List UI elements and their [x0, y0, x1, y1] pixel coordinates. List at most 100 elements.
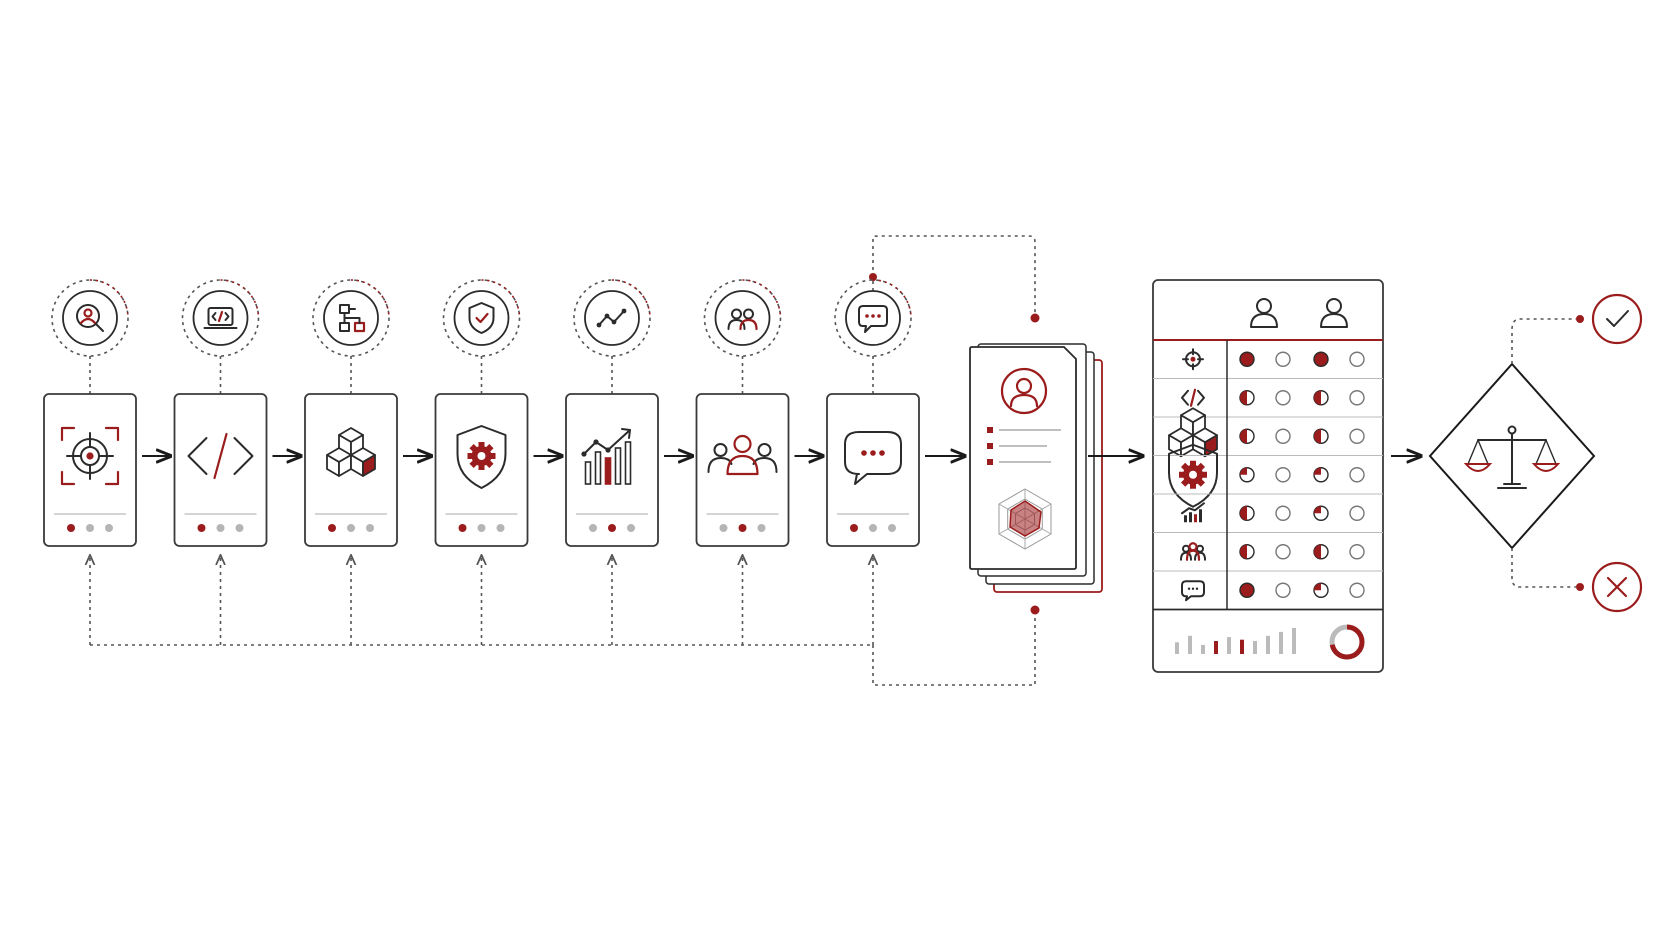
rating-dot — [1349, 351, 1365, 367]
progress-dot — [757, 524, 766, 532]
radar-chart-icon — [998, 488, 1052, 550]
reject-branch — [1511, 548, 1576, 588]
outcome-circle — [1591, 293, 1643, 345]
badge-ring — [442, 279, 521, 357]
rating-dot — [1349, 467, 1365, 483]
progress-dot — [67, 524, 75, 532]
trend-line-icon — [596, 308, 627, 328]
badge-ring — [51, 279, 129, 357]
stage-card — [826, 393, 920, 547]
team-icon — [1180, 542, 1206, 561]
speech-bubble-icon — [844, 431, 902, 485]
connector-dot — [1030, 605, 1040, 615]
mini-bar — [1279, 631, 1283, 654]
progress-dot — [328, 524, 336, 532]
balance-scale-icon — [1463, 425, 1561, 489]
badge-ring-accent — [742, 279, 782, 319]
progress-dot — [366, 524, 374, 532]
donut-value — [1329, 624, 1365, 660]
rating-dot — [1239, 505, 1255, 521]
progress-dot — [477, 524, 486, 532]
badge-ring — [573, 279, 651, 357]
progress-dot — [86, 524, 94, 532]
rating-dot — [1313, 582, 1329, 598]
stage-badge — [714, 290, 771, 346]
progress-dot — [888, 524, 896, 532]
badge-ring-accent — [611, 279, 651, 319]
badge-ring — [703, 279, 782, 357]
bullet — [987, 427, 993, 433]
bullet — [987, 459, 993, 465]
code-brackets-icon — [187, 432, 254, 480]
progress-dot — [850, 524, 858, 532]
mini-bar — [1227, 637, 1231, 654]
badge-ring-accent — [220, 279, 260, 319]
chat-to-profile-line — [872, 235, 1036, 318]
connector-dot — [869, 273, 877, 281]
badge-ring-accent — [350, 279, 390, 319]
mini-bar — [1175, 642, 1179, 654]
accept-branch — [1511, 318, 1576, 364]
rating-dot — [1275, 582, 1291, 598]
rating-dot — [1239, 544, 1255, 560]
stage-badge — [845, 290, 901, 346]
rating-dot — [1239, 467, 1255, 483]
stage — [304, 279, 432, 547]
bullet — [987, 443, 993, 449]
progress-dot — [496, 524, 505, 532]
badge-ring-accent — [89, 279, 129, 319]
rating-dot — [1349, 390, 1365, 406]
rating-dot — [1349, 582, 1365, 598]
rating-dot — [1313, 505, 1329, 521]
stage — [43, 279, 171, 547]
x-mark-icon — [1606, 576, 1628, 598]
profile-feedback-line — [872, 610, 1036, 686]
rating-dot — [1313, 544, 1329, 560]
decision-node — [1428, 293, 1643, 613]
stage — [695, 279, 824, 547]
rating-dot — [1275, 428, 1291, 444]
team-group-icon — [707, 434, 778, 476]
profile-document-stack — [969, 343, 1143, 593]
cubes-icon — [326, 427, 376, 477]
badge-ring — [834, 279, 912, 357]
chat-bubble-icon — [858, 305, 888, 333]
progress-dot — [627, 524, 635, 532]
flowchart-icon — [339, 304, 366, 333]
connector-dot — [1576, 315, 1584, 323]
badge-ring — [312, 279, 390, 357]
mini-bar — [1266, 635, 1270, 654]
stage-badge — [584, 290, 640, 346]
badge-ring-accent — [481, 279, 521, 319]
person-icon — [1250, 298, 1278, 328]
person-icon — [1320, 298, 1348, 328]
rating-dot — [1275, 351, 1291, 367]
progress-dot — [197, 524, 206, 532]
rating-dot — [1349, 428, 1365, 444]
target-crosshair-icon — [60, 426, 120, 486]
comparison-scorecard — [1152, 279, 1421, 673]
shield-check-icon — [468, 302, 495, 334]
rating-dot — [1239, 428, 1255, 444]
mini-bar — [1292, 628, 1296, 654]
bar-trend-chart-icon — [581, 428, 632, 485]
user-avatar-icon — [1000, 367, 1048, 415]
cubes-icon — [1168, 407, 1218, 458]
progress-dot — [719, 524, 728, 532]
rating-dot — [1239, 582, 1255, 598]
progress-dot — [347, 524, 355, 532]
target-icon — [1182, 348, 1204, 371]
stage-sequence — [43, 279, 965, 547]
stage-card — [565, 393, 659, 547]
code-icon — [1181, 388, 1205, 407]
mini-bar — [1253, 641, 1257, 654]
rating-dot — [1313, 390, 1329, 406]
chat-icon — [1181, 580, 1205, 602]
progress-dot — [738, 524, 747, 532]
connector-dot — [1030, 313, 1040, 323]
mini-bar — [1214, 641, 1218, 654]
rating-dot — [1349, 505, 1365, 521]
stage-badge — [453, 290, 510, 346]
rating-dot — [1313, 351, 1329, 367]
